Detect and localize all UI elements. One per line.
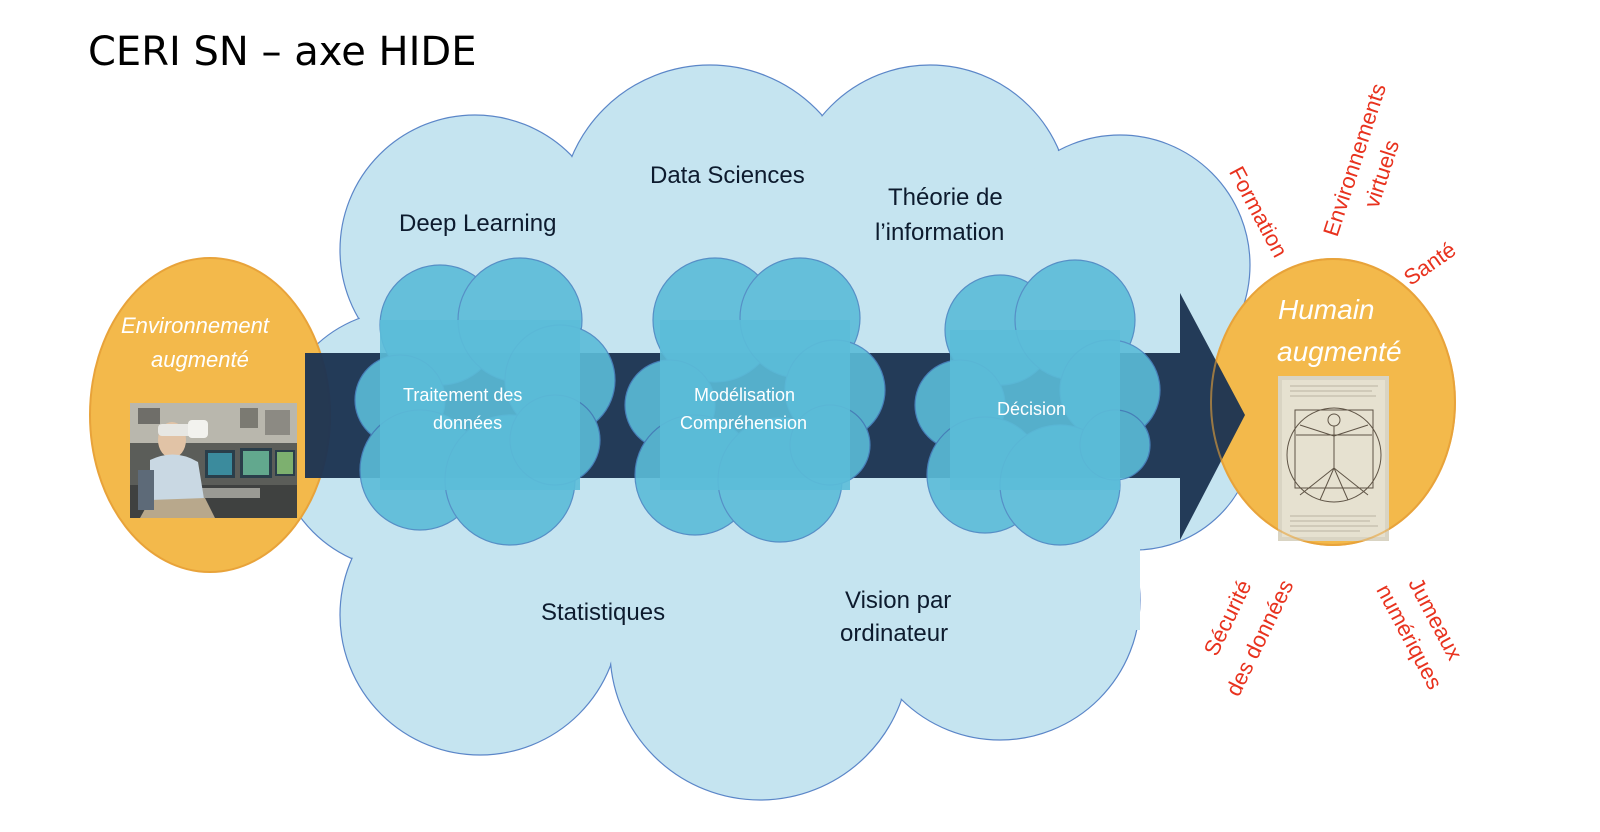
step-1-line2: données [433, 413, 503, 433]
vr-operator-photo [130, 403, 297, 518]
step-2-line2: Compréhension [680, 413, 808, 433]
label-deep-learning: Deep Learning [399, 210, 557, 237]
right-ellipse-title-line2: augmenté [1277, 336, 1402, 367]
label-statistiques: Statistiques [541, 599, 666, 626]
label-theorie-line1: Théorie de [888, 184, 1003, 211]
left-ellipse-title-line2: augmenté [151, 347, 249, 372]
left-ellipse-title-line1: Environnement [121, 313, 269, 338]
step-1-line1: Traitement des [403, 385, 523, 405]
label-vision-line2: ordinateur [840, 620, 949, 647]
right-ellipse-title-line1: Humain [1278, 294, 1375, 325]
label-vision-line1: Vision par [845, 587, 952, 614]
step-2-line1: Modélisation [694, 385, 796, 405]
step-3-line1: Décision [997, 399, 1067, 419]
label-theorie-line2: l’information [875, 219, 1005, 246]
vitruvian-man-drawing [1278, 376, 1389, 541]
slide-title: CERI SN – axe HIDE [88, 29, 477, 75]
label-data-sciences: Data Sciences [650, 162, 805, 189]
